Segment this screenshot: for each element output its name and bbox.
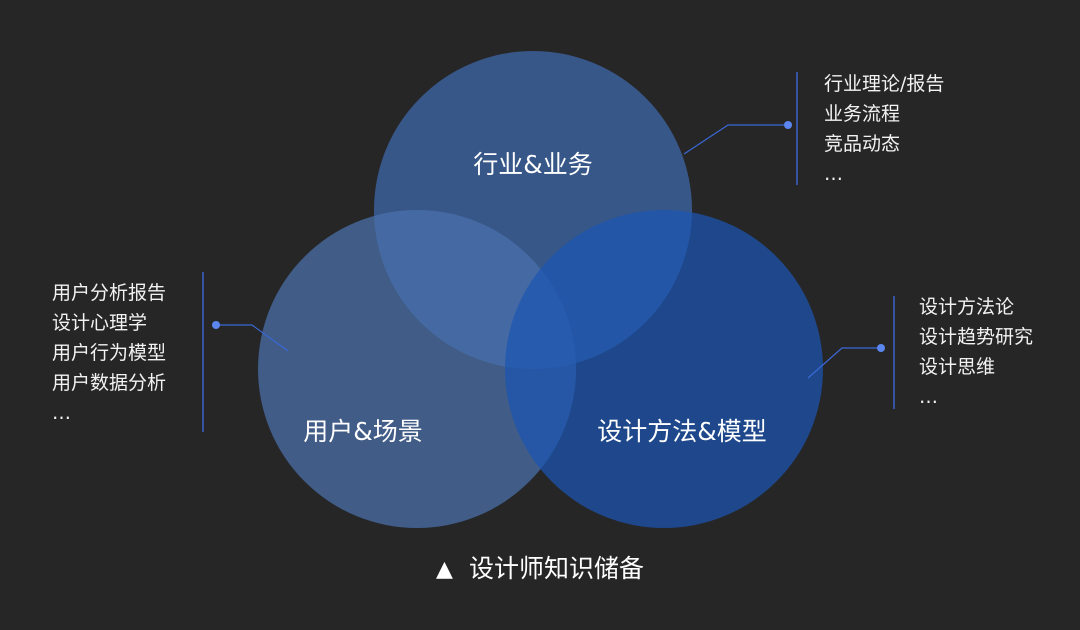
note-ellipsis: …	[919, 386, 938, 408]
circle-label-industry-business: 行业&业务	[473, 150, 593, 179]
note-item: 设计思维	[919, 356, 996, 378]
callout-line-right	[807, 347, 881, 379]
circle-user-scene	[258, 210, 576, 528]
callout-dot-top	[784, 121, 792, 129]
note-ellipsis: …	[52, 402, 71, 424]
diagram-caption: ▲ 设计师知识储备	[0, 549, 1080, 585]
note-item: 用户分析报告	[52, 282, 167, 304]
note-item: 设计趋势研究	[919, 326, 1034, 348]
note-industry-business: 行业理论/报告 业务流程 竞品动态 …	[824, 69, 944, 189]
callout-dot-left	[212, 321, 220, 329]
note-item: 竞品动态	[824, 133, 901, 155]
note-item: 行业理论/报告	[824, 73, 945, 95]
circle-label-design-method-model: 设计方法&模型	[597, 417, 767, 446]
note-item: 设计心理学	[52, 312, 148, 334]
circle-label-user-scene: 用户&场景	[303, 417, 423, 446]
note-item: 业务流程	[824, 103, 901, 125]
note-item: 用户数据分析	[52, 372, 167, 394]
callout-line-top	[683, 124, 788, 155]
callout-line-left	[216, 324, 289, 352]
circle-design-method-model	[505, 210, 823, 528]
triangle-up-icon: ▲	[436, 557, 453, 582]
callout-dot-right	[877, 344, 885, 352]
note-item: 用户行为模型	[52, 342, 167, 364]
note-ellipsis: …	[824, 163, 843, 185]
note-user-scene: 用户分析报告 设计心理学 用户行为模型 用户数据分析 …	[52, 278, 166, 428]
caption-text: 设计师知识储备	[468, 554, 644, 583]
note-design-method-model: 设计方法论 设计趋势研究 设计思维 …	[919, 292, 1033, 412]
note-item: 设计方法论	[919, 296, 1015, 318]
